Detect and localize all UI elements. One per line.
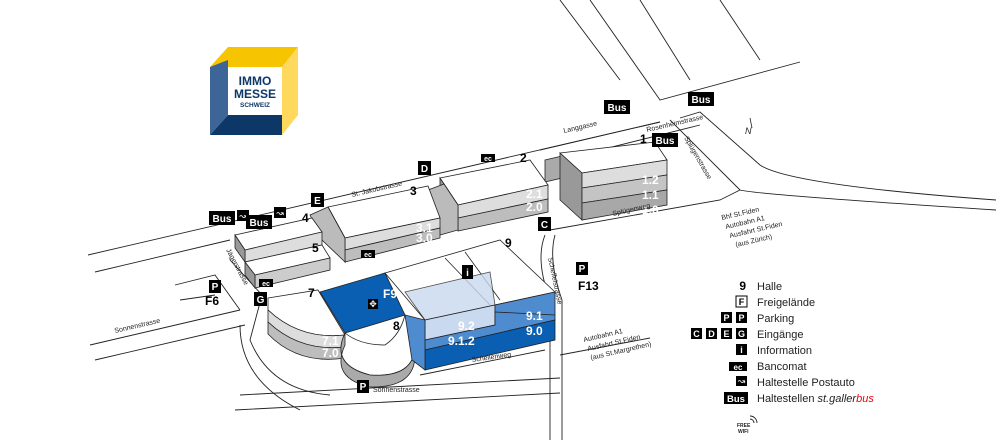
bus-stop-1: Bus: [213, 214, 232, 225]
hall-4-5: 4 5: [234, 211, 331, 290]
level-3-1: 3.1: [416, 221, 433, 235]
legend-information: Information: [757, 345, 812, 357]
level-9-1: 9.1: [526, 309, 543, 323]
info-icon: i: [740, 345, 743, 355]
hall-1-number: 1: [640, 132, 647, 146]
bus-icon: Bus: [727, 394, 745, 405]
info-icon: i: [466, 268, 469, 279]
hall-7: 7.1 7.0 7: [267, 286, 346, 360]
bus-stop-5: Bus: [656, 136, 675, 147]
legend-bus-text: Haltestellen: [757, 393, 814, 405]
street-sonnenstrasse-bottom: Sonnenstrasse: [373, 387, 420, 394]
postauto-horn-icon: ↝: [738, 376, 746, 386]
legend-entrance-d: D: [708, 329, 715, 339]
ec-hall-5: ec: [262, 281, 270, 288]
level-7-1: 7.1: [322, 334, 339, 348]
legend-parking: Parking: [757, 313, 794, 325]
bus-stop-3: Bus: [608, 103, 627, 114]
ec-hall-2: ec: [484, 156, 492, 163]
bus-stop-4: Bus: [692, 95, 711, 106]
hall-2-number: 2: [520, 151, 527, 165]
roads: [87, 0, 996, 440]
information-marker: [462, 265, 473, 279]
direction-east: Bhf St.Fiden Autobahn A1 Ausfahrt St.Fid…: [721, 206, 783, 249]
wifi-text: WIFI: [738, 429, 749, 435]
parking-garage-icon: P: [360, 382, 367, 393]
direction-south: Autobahn A1 Ausfahrt St.Fiden (aus St.Ma…: [583, 328, 652, 362]
level-3-0: 3.0: [416, 231, 433, 245]
north-label: N: [745, 126, 752, 136]
hall-9: 9.2 9.1.2 9.1 9.0 9: [384, 236, 556, 371]
level-9-2: 9.2: [458, 319, 475, 333]
hall-1: 1.2 1.1 1.0 1: [544, 132, 668, 221]
parking-garage-icon: P: [738, 313, 744, 323]
hall-8-number: 8: [393, 319, 400, 333]
free-wifi-icon: FREE WIFI: [737, 415, 758, 435]
ec-hall-3: ec: [364, 252, 372, 259]
logo-line1: IMMO: [239, 74, 272, 88]
immo-messe-logo: IMMO MESSE SCHWEIZ: [210, 47, 298, 135]
entrance-e[interactable]: E: [314, 196, 321, 207]
bus-stop-2: Bus: [250, 218, 269, 229]
legend-entrance-g: G: [738, 329, 745, 339]
legend-bancomat: Bancomat: [757, 361, 807, 373]
legend-entrance-c: C: [693, 329, 700, 339]
bus-stops: Bus ↝ Bus ↝ Bus Bus Bus: [209, 92, 714, 229]
level-2-0: 2.0: [526, 200, 543, 214]
hall-9-number: 9: [505, 236, 512, 250]
hall-7-number: 7: [308, 286, 315, 300]
legend-bus-brand-red: bus: [856, 393, 874, 405]
legend-halle: Halle: [757, 281, 782, 293]
level-1-0: 1.0: [642, 203, 659, 217]
street-langgasse: Langgasse: [563, 120, 598, 135]
legend: 9 Halle F Freigelände P P Parking C D E …: [691, 279, 874, 435]
hall-5-number: 5: [312, 241, 319, 255]
f9-label: F9: [383, 287, 397, 301]
parking-icon: P: [723, 313, 729, 323]
entrance-g[interactable]: G: [257, 295, 265, 306]
entrances: D E C G: [254, 161, 551, 306]
level-2-1: 2.1: [526, 187, 543, 201]
legend-entrance-e: E: [723, 329, 729, 339]
legend-bus: Haltestellen st.gallerbus: [757, 393, 874, 405]
level-9-0: 9.0: [526, 324, 543, 338]
hall-3-number: 3: [410, 184, 417, 198]
ec-markers: ec ec ec: [259, 154, 495, 288]
level-7-0: 7.0: [322, 346, 339, 360]
move-arrows-icon: ✥: [369, 299, 377, 309]
level-9-1-2: 9.1.2: [448, 334, 475, 348]
level-1-2: 1.2: [642, 173, 659, 187]
legend-frei-key: F: [739, 297, 745, 307]
wifi-text: FREE: [737, 423, 751, 429]
legend-freigelaende: Freigelände: [757, 297, 815, 309]
logo-line2: MESSE: [234, 87, 276, 101]
legend-halle-key: 9: [739, 279, 746, 293]
parking-f13-icon: P: [579, 264, 586, 275]
logo-line3: SCHWEIZ: [240, 102, 270, 109]
postauto-horn-icon: ↝: [276, 208, 284, 218]
entrance-d[interactable]: D: [421, 164, 428, 175]
parking-f6-icon: P: [212, 282, 219, 293]
hall-4-number: 4: [302, 211, 309, 225]
street-sonnenstrasse-left: Sonnenstrasse: [114, 318, 161, 335]
level-1-1: 1.1: [642, 188, 659, 202]
ec-icon: ec: [734, 363, 743, 372]
parking: P F6 P F13 P: [205, 262, 599, 393]
legend-postauto: Haltestelle Postauto: [757, 377, 855, 389]
north-arrow-icon: N: [745, 117, 753, 136]
legend-eingaenge: Eingänge: [757, 329, 804, 341]
entrance-c[interactable]: C: [541, 220, 548, 231]
parking-f13-label: F13: [578, 279, 599, 293]
legend-bus-brand: st.galler: [818, 393, 858, 405]
parking-f6-label: F6: [205, 294, 219, 308]
postauto-horn-icon: ↝: [239, 211, 247, 221]
